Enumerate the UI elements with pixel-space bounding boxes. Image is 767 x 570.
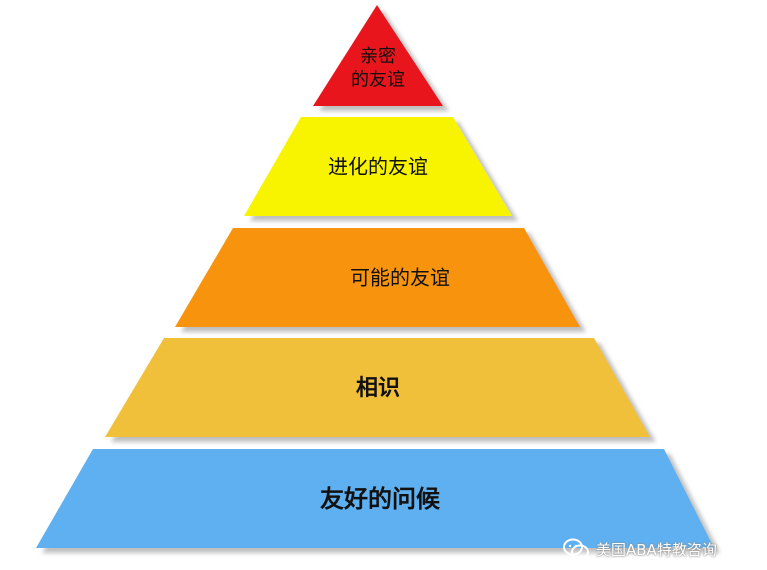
pyramid-tier-label: 进化的友谊 [328, 155, 428, 179]
pyramid-tier-label: 相识 [356, 376, 400, 401]
pyramid-tier-shape [175, 228, 580, 327]
watermark-text: 美国ABA特教咨询 [596, 540, 717, 559]
wechat-icon [562, 538, 590, 560]
pyramid-tier-label: 亲密 [360, 46, 396, 67]
pyramid-tier-label: 可能的友谊 [350, 266, 450, 290]
watermark: 美国ABA特教咨询 [562, 536, 717, 562]
pyramid-tier-5: 友好的问候 [36, 449, 714, 548]
pyramid-tier-3: 可能的友谊 [175, 228, 580, 327]
pyramid-tier-label: 的友谊 [351, 70, 405, 91]
pyramid-tier-shape [36, 449, 714, 548]
pyramid-tier-shape [105, 338, 650, 437]
pyramid-tier-label: 友好的问候 [320, 485, 441, 513]
pyramid-tier-shape [313, 5, 443, 106]
pyramid-tier-4: 相识 [105, 338, 650, 437]
pyramid-tier-shape [244, 117, 512, 216]
pyramid-tier-2: 进化的友谊 [244, 117, 512, 216]
